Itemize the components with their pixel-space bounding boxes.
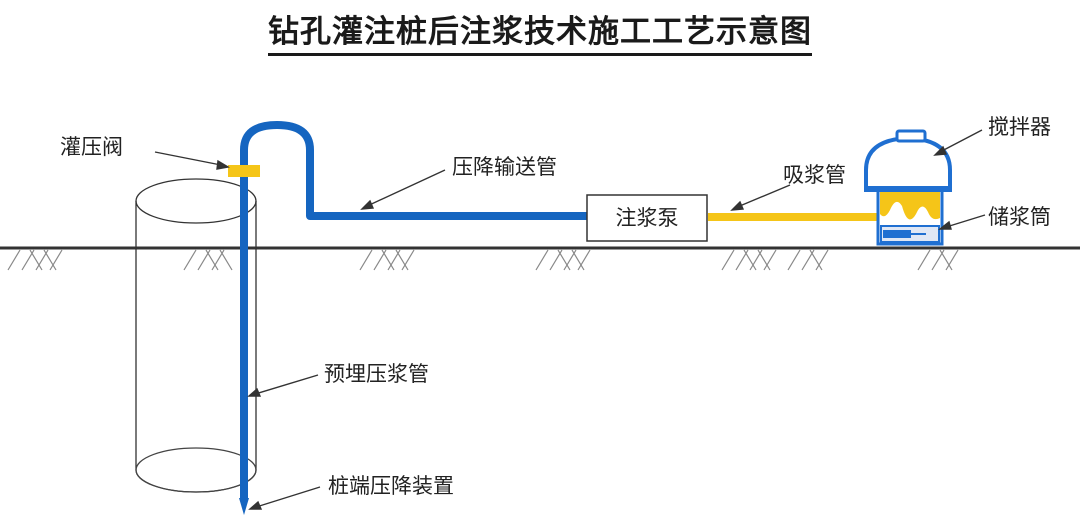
label-grout-pump: 注浆泵 (615, 206, 679, 230)
leader-lines (154, 129, 986, 510)
label-storage-drum: 储浆筒 (988, 205, 1051, 229)
label-suction-pipe: 吸浆管 (783, 163, 846, 187)
label-delivery-pipe: 压降输送管 (452, 155, 557, 179)
storage-drum (876, 186, 944, 246)
label-mixer: 搅拌器 (988, 115, 1051, 139)
grout-pump-box (586, 194, 708, 242)
diagram-title-text: 钻孔灌注桩后注浆技术施工工艺示意图 (268, 14, 812, 56)
label-grouting-valve: 灌压阀 (60, 135, 123, 159)
pile-end-device (239, 498, 249, 515)
label-embedded-pipe: 预埋压浆管 (324, 362, 429, 386)
diagram-title: 钻孔灌注桩后注浆技术施工工艺示意图 (0, 6, 1080, 56)
embedded-grout-pipe (240, 121, 590, 500)
label-pile-end-device: 桩端压降装置 (328, 474, 454, 498)
grouting-valve (228, 165, 260, 177)
mixer (864, 129, 952, 192)
pile-cylinder (135, 178, 257, 493)
ground-hatching (7, 249, 959, 271)
